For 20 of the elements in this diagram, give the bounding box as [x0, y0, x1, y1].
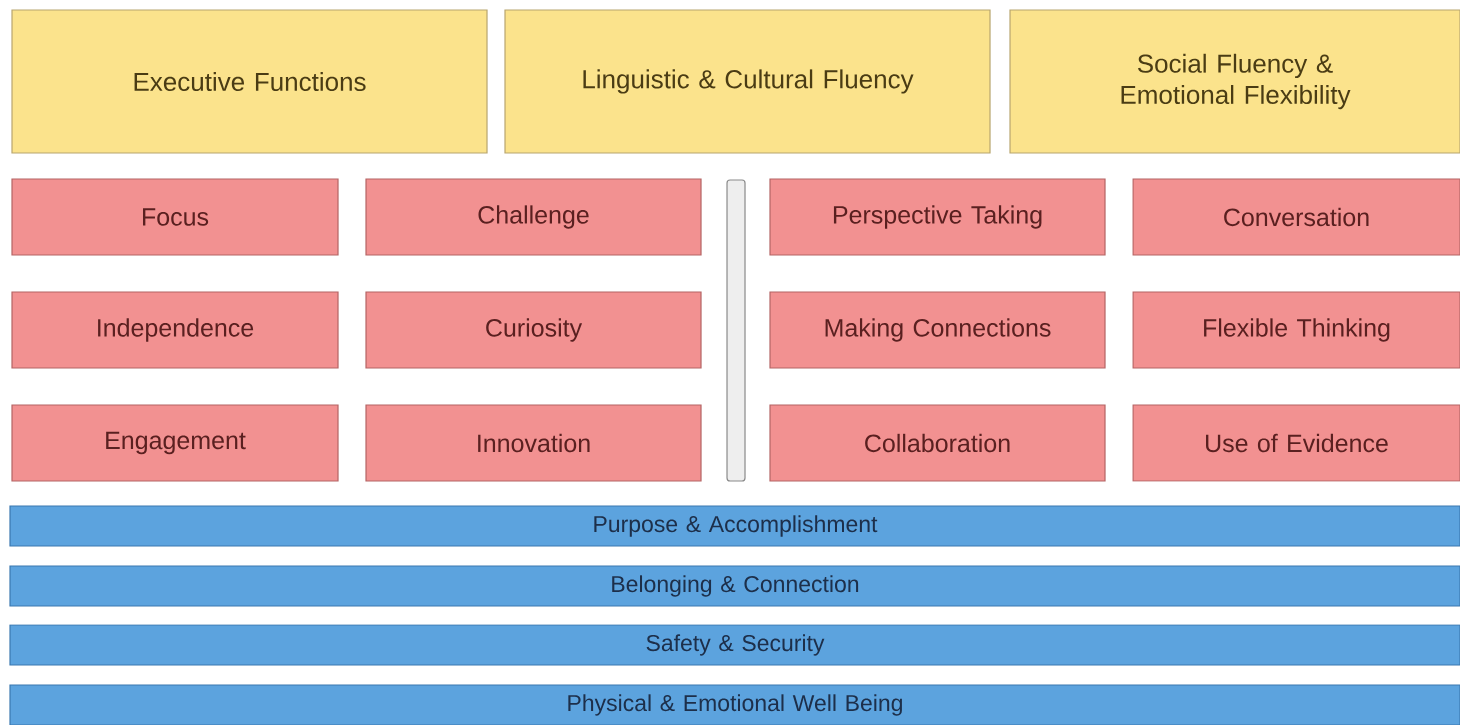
- skill-box: Flexible Thinking: [1132, 291, 1460, 369]
- competency-box: Executive Functions: [11, 9, 488, 154]
- competency-box: Social Fluency & Emotional Flexibility: [1009, 9, 1460, 154]
- skill-box: Conversation: [1132, 178, 1460, 256]
- competency-box: Linguistic & Cultural Fluency: [504, 9, 991, 154]
- skill-box: Challenge: [365, 178, 702, 256]
- skill-box: Curiosity: [365, 291, 702, 369]
- foundation-band: Physical & Emotional Well Being: [9, 684, 1460, 725]
- skill-box: Making Connections: [769, 291, 1106, 369]
- skill-box: Engagement: [11, 404, 339, 482]
- skill-box: Collaboration: [769, 404, 1106, 482]
- foundation-band: Safety & Security: [9, 624, 1460, 666]
- skill-box: Innovation: [365, 404, 702, 482]
- skill-box: Independence: [11, 291, 339, 369]
- skill-box: Use of Evidence: [1132, 404, 1460, 482]
- foundation-band: Belonging & Connection: [9, 565, 1460, 607]
- divider-bar: [726, 179, 746, 482]
- skill-box: Perspective Taking: [769, 178, 1106, 256]
- skill-box: Focus: [11, 178, 339, 256]
- foundation-band: Purpose & Accomplishment: [9, 505, 1460, 547]
